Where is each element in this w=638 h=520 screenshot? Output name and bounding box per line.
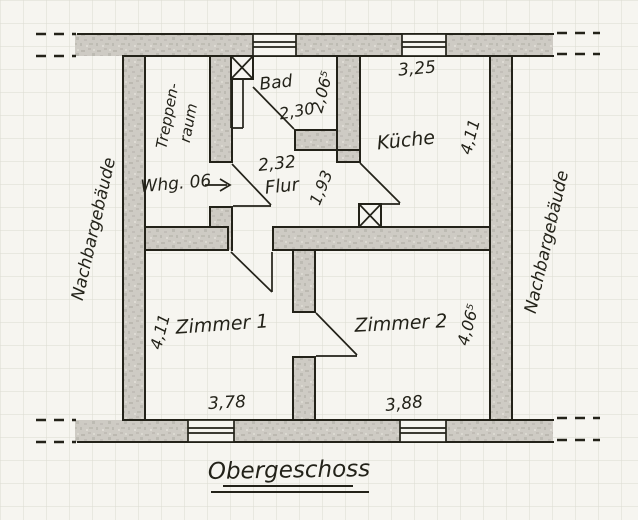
room-label-flur: Flur: [264, 174, 302, 199]
page-title: Obergeschoss: [208, 456, 371, 485]
door-swing-kueche-icon: [359, 162, 401, 205]
window-icon: [399, 419, 447, 443]
room-label-bad: Bad: [259, 71, 294, 94]
neighbor-continuation-dashes: [36, 31, 600, 444]
door-swing-zimmer1-icon: [230, 251, 273, 293]
wall-edges: [77, 33, 554, 443]
window-icon: [252, 33, 297, 57]
door-swing-bad-icon: [252, 86, 295, 130]
chimney-box-icon: [358, 203, 382, 228]
entrance-arrow-icon: [205, 178, 232, 192]
window-icon: [187, 419, 235, 443]
title-underline: [211, 485, 369, 493]
dim-zimmer2-width: 3,88: [384, 392, 424, 416]
room-label-zimmer2: Zimmer 2: [353, 310, 448, 337]
window-icon: [401, 33, 447, 57]
dim-zimmer1-width: 3,78: [208, 392, 247, 414]
chimney-box-icon: [230, 55, 254, 80]
dim-kueche-width: 3,25: [397, 57, 436, 80]
door-swing-entrance-icon: [231, 163, 272, 207]
door-swing-zimmer2-icon: [315, 312, 358, 357]
dim-flur-width: 2,32: [257, 152, 297, 176]
